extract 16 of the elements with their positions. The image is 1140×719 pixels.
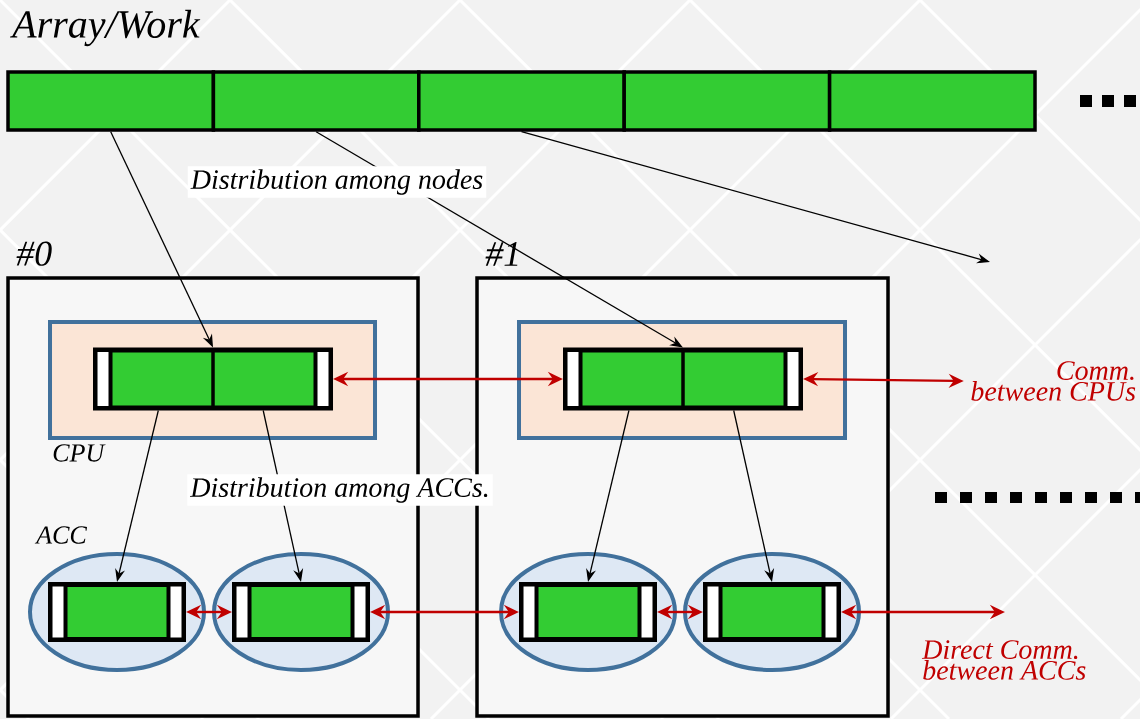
data-bar bbox=[563, 347, 803, 411]
data-bar bbox=[93, 347, 333, 411]
node-label: CPU bbox=[53, 444, 106, 462]
data-bar bbox=[48, 582, 186, 642]
node-label: ACC bbox=[34, 526, 88, 544]
node-label: #0 bbox=[16, 241, 52, 266]
annotation: Direct Comm. between ACCs bbox=[921, 640, 1086, 680]
data-bar bbox=[232, 582, 370, 642]
array-cell bbox=[827, 70, 1037, 132]
edge-label: Distribution among ACCs. bbox=[187, 474, 493, 506]
annotation: Comm. between CPUs bbox=[971, 361, 1136, 401]
title: Array/Work bbox=[10, 9, 201, 47]
data-bar bbox=[703, 582, 841, 642]
edge-label: Distribution among nodes bbox=[187, 166, 487, 198]
data-bar bbox=[519, 582, 657, 642]
node-label: #1 bbox=[485, 242, 518, 266]
